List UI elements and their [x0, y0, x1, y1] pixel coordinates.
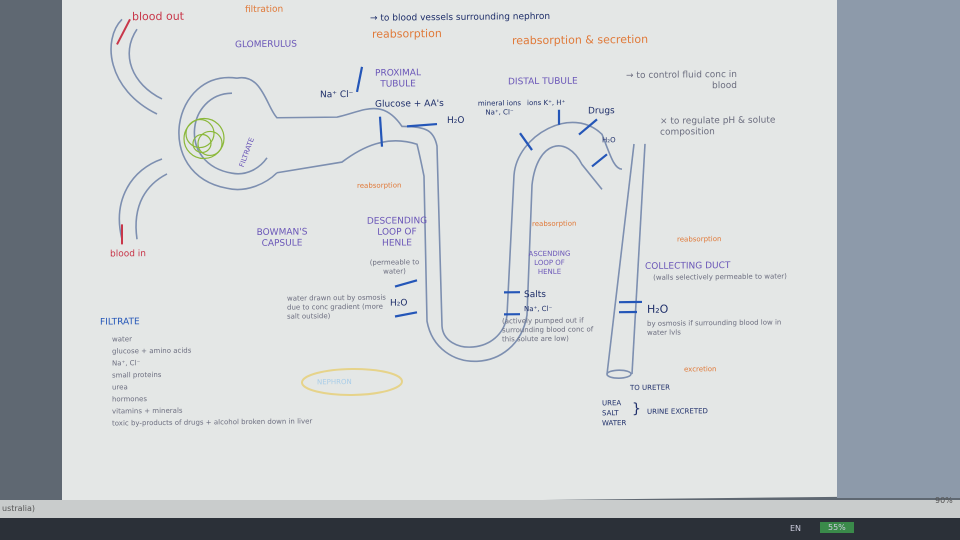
label-reabsorption-asc: reabsorption: [532, 219, 577, 229]
label-na-cl-2: Na⁺, Cl⁻: [524, 304, 553, 314]
taskbar: EN 55%: [0, 518, 960, 540]
label-glomerulus: GLOMERULUS: [235, 39, 297, 51]
list-item: vitamins + minerals: [112, 406, 183, 416]
list-item: small proteins: [112, 370, 162, 380]
list-item: water: [112, 335, 132, 344]
label-ions-k-h: ions K⁺, H⁺: [527, 98, 566, 108]
list-item: urea: [112, 383, 128, 392]
nephron-cloud-shape: [301, 367, 403, 396]
label-h2o-4: H₂O: [647, 302, 669, 316]
diagram-page: blood out filtration GLOMERULUS → to blo…: [62, 0, 837, 506]
label-actively-pumped: (actively pumped out if surrounding bloo…: [502, 316, 594, 344]
label-reabsorption-cd: reabsorption: [677, 235, 722, 244]
label-collecting-note: (walls selectively permeable to water): [653, 272, 787, 282]
label-excretion: excretion: [684, 365, 717, 374]
label-osmosis-note: by osmosis if surrounding blood low in w…: [647, 318, 782, 337]
label-h2o-3: H₂O: [390, 298, 408, 309]
arrow-na-cl: [355, 66, 364, 93]
label-h2o-2: H₂O: [602, 136, 616, 145]
label-urea: UREA: [602, 399, 622, 408]
label-salts: Salts: [524, 289, 546, 301]
label-filtration: filtration: [245, 4, 284, 16]
label-ph-note: × to regulate pH & solute composition: [660, 115, 776, 138]
label-na-cl: Na⁺ Cl⁻: [320, 89, 354, 101]
label-descending-loop: DESCENDING LOOP OF HENLE: [366, 216, 428, 249]
label-distal-tubule: DISTAL TUBULE: [508, 76, 578, 88]
label-glucose-aa: Glucose + AA's: [375, 99, 444, 110]
label-to-ureter: TO URETER: [630, 383, 670, 393]
afferent-arteriole: [118, 158, 163, 240]
list-item: Na⁺, Cl⁻: [112, 359, 141, 368]
label-ascending-loop: ASCENDING LOOP OF HENLE: [528, 249, 571, 277]
label-reabsorption-desc: reabsorption: [357, 181, 402, 190]
label-proximal-tubule: PROXIMAL TUBULE: [375, 68, 421, 90]
label-reabsorption-top: reabsorption: [372, 27, 442, 41]
label-blood-out: blood out: [132, 9, 184, 24]
label-h2o-1: H₂O: [447, 115, 465, 126]
label-nephron-cloud: NEPHRON: [317, 377, 352, 387]
brace-icon: }: [632, 400, 641, 418]
label-mineral-ions: mineral ions Na⁺, Cl⁻: [477, 99, 522, 117]
label-salt: SALT: [602, 409, 619, 418]
label-to-blood-vessels: → to blood vessels surrounding nephron: [370, 11, 551, 24]
language-indicator[interactable]: EN: [790, 524, 802, 533]
status-left-text: ustralia): [2, 504, 36, 513]
label-collecting-duct: COLLECTING DUCT: [645, 261, 731, 272]
list-item: hormones: [112, 395, 147, 404]
label-reabsorption-secretion: reabsorption & secretion: [512, 32, 649, 48]
label-blood-in: blood in: [110, 249, 147, 260]
label-urine-excreted: URINE EXCRETED: [647, 407, 708, 416]
label-descending-note: (permeable to water): [369, 258, 420, 276]
label-distal-note: → to control fluid conc in blood: [626, 69, 737, 92]
label-drugs: Drugs: [588, 106, 615, 117]
nephron-drawing: [110, 18, 646, 396]
bowmans-capsule-outline: [178, 76, 278, 191]
efferent-arteriole: [110, 18, 158, 115]
side-panel: [837, 0, 960, 498]
battery-indicator[interactable]: 55%: [820, 522, 854, 533]
filtrate-list-title: FILTRATE: [100, 317, 140, 328]
glomerulus-icon: [183, 117, 225, 160]
label-water-drawn: water drawn out by osmosis due to conc g…: [287, 293, 386, 321]
list-item: glucose + amino acids: [112, 346, 192, 356]
status-bar: ustralia) 90%: [0, 496, 960, 518]
label-bowmans-capsule: BOWMAN'S CAPSULE: [256, 227, 308, 249]
label-water: WATER: [602, 419, 627, 428]
zoom-level[interactable]: 90%: [935, 496, 953, 505]
